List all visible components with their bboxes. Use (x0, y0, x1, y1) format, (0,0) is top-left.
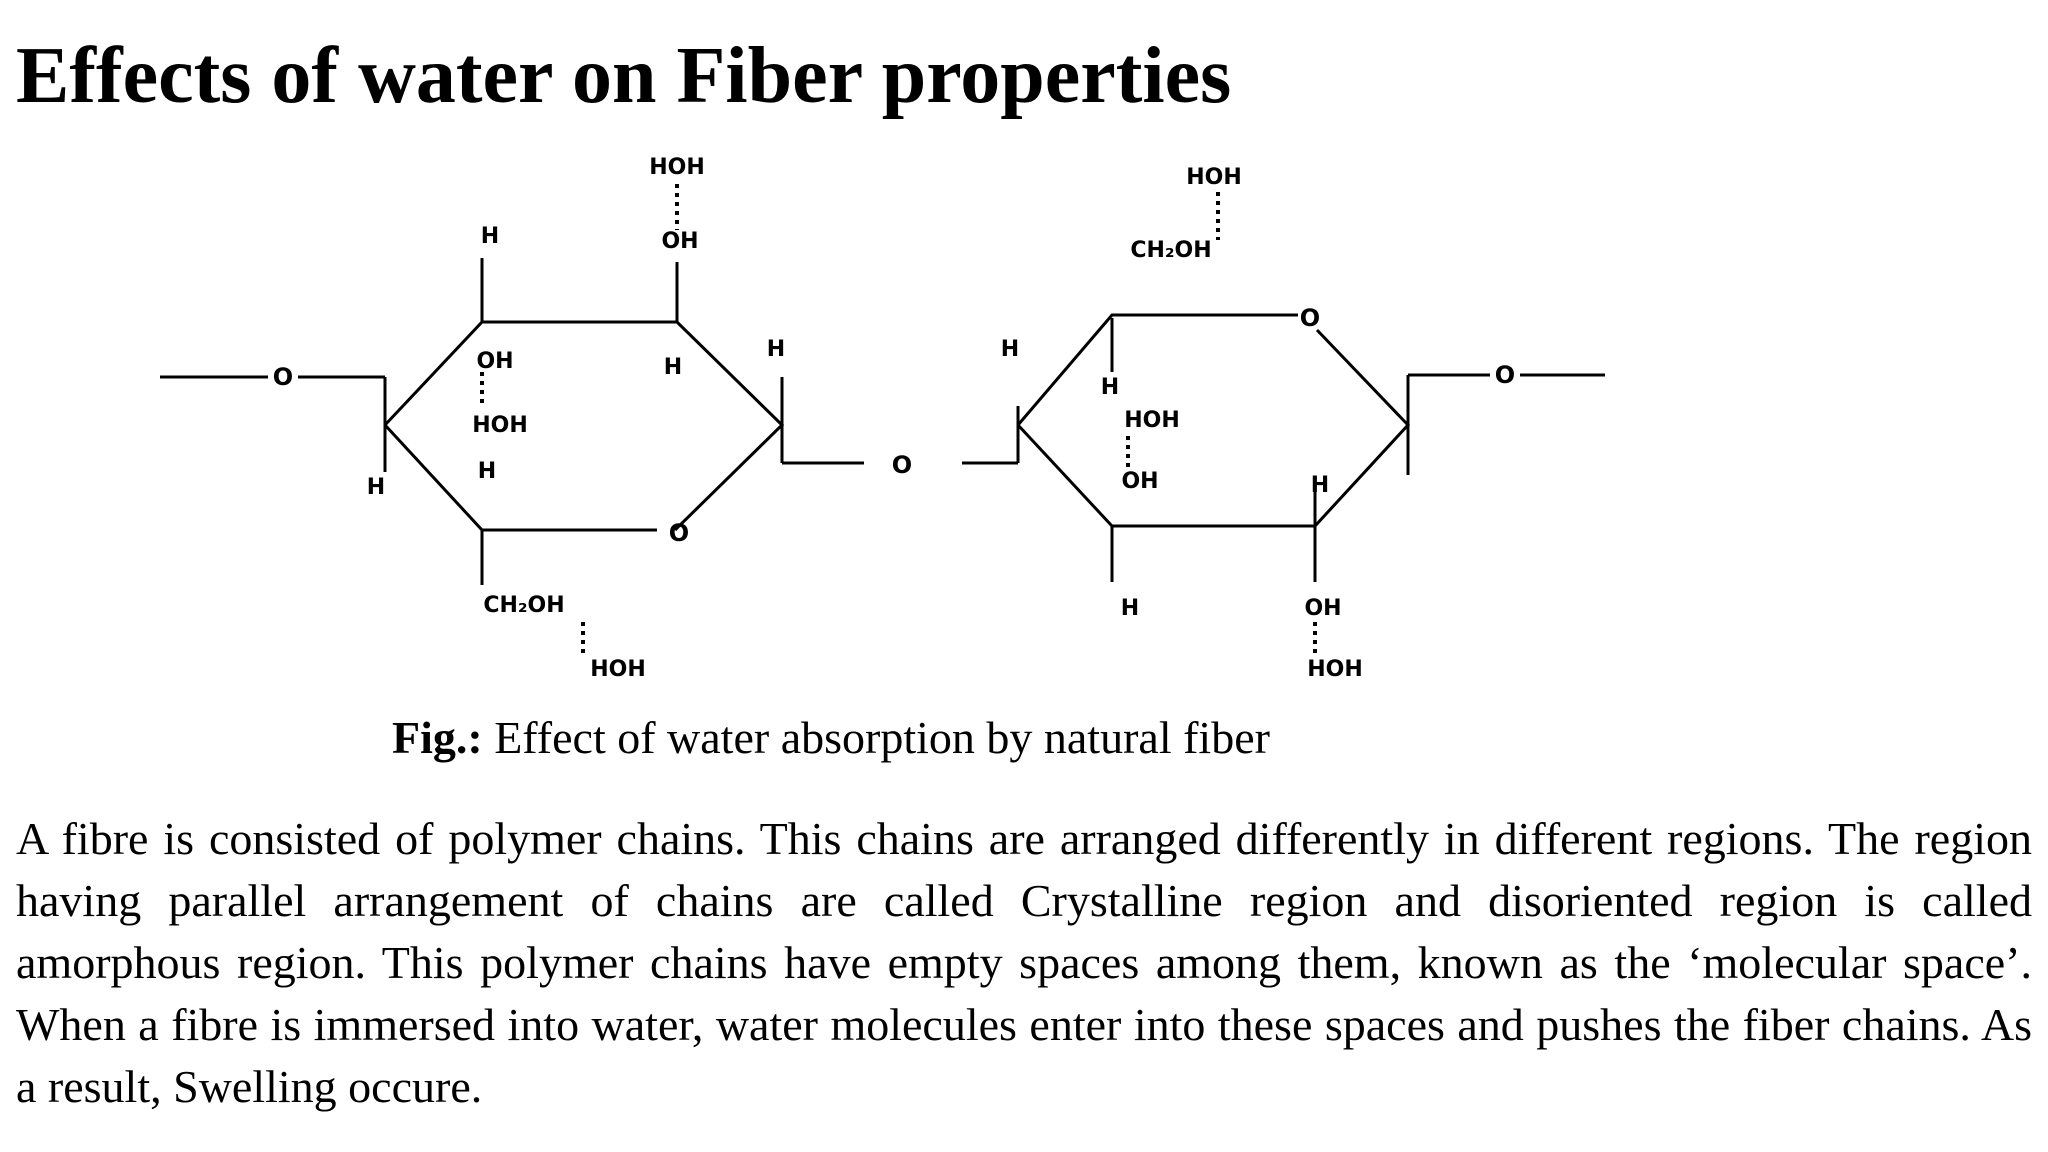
left-terminal-oxygen: O (273, 363, 293, 391)
hydroxyl-label: OH (476, 349, 513, 374)
hydrogen-label: H (1001, 337, 1019, 362)
hydrogen-label: H (478, 459, 496, 484)
water-label: HOH (649, 155, 705, 180)
hydrogen-label: H (1311, 473, 1329, 498)
water-label: HOH (1186, 165, 1242, 190)
hydrogen-label: H (367, 475, 385, 500)
water-label: HOH (472, 413, 528, 438)
hydroxyl-label: OH (1304, 596, 1341, 621)
body-paragraph: A fibre is consisted of polymer chains. … (16, 813, 2032, 1112)
right-terminal-oxygen: O (1495, 361, 1515, 389)
hydrogen-label: H (481, 224, 499, 249)
hydrogen-label: H (1121, 596, 1139, 621)
page-title: Effects of water on Fiber properties (16, 32, 1232, 120)
hydrogen-label: H (1101, 375, 1119, 400)
right-ring-oxygen: O (1300, 304, 1320, 332)
glycosidic-oxygen: O (892, 451, 912, 479)
figure-caption: Fig.: Effect of water absorption by natu… (392, 710, 1270, 766)
left-ring-oxygen: O (669, 519, 689, 547)
water-label: HOH (590, 657, 646, 682)
cellulose-water-diagram: O O O O O HOH OH H OH HOH H H H H CH₂OH … (160, 155, 1605, 682)
hydroxymethyl-label: CH₂OH (1130, 238, 1211, 263)
hydroxyl-label: OH (1121, 469, 1158, 494)
hydrogen-label: H (767, 337, 785, 362)
figure-caption-text: Effect of water absorption by natural fi… (482, 712, 1270, 763)
hydroxymethyl-label: CH₂OH (483, 593, 564, 618)
water-label: HOH (1307, 657, 1363, 682)
figure-caption-prefix: Fig.: (392, 712, 483, 763)
hydrogen-label: H (664, 355, 682, 380)
water-label: HOH (1124, 408, 1180, 433)
hydroxyl-label: OH (661, 229, 698, 254)
